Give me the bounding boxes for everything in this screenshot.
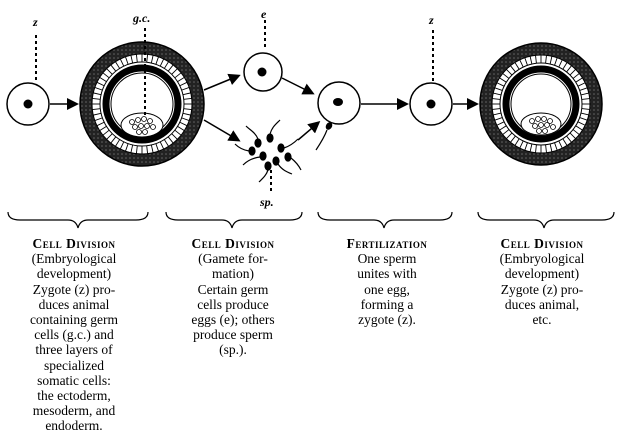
brace-cell-division-3 bbox=[477, 211, 615, 229]
caption-cell-division-gamete: Cell Division (Gamete for- mation) Certa… bbox=[158, 236, 308, 358]
germ-cells-cluster bbox=[129, 116, 156, 135]
caption-fertilization: Fertilization One sperm unites with one … bbox=[318, 236, 456, 327]
arrow-sperm-to-zygote bbox=[297, 121, 321, 141]
brace-fertilization bbox=[317, 211, 453, 229]
caption-body: (Gamete for- mation) Certain germ cells … bbox=[191, 251, 275, 358]
embryo-right bbox=[479, 42, 603, 166]
caption-body: (Embryological development) Zygote (z) p… bbox=[29, 251, 119, 434]
egg-cell bbox=[243, 20, 283, 92]
label-zygote-right: z bbox=[428, 13, 434, 27]
cell-layer-ticks bbox=[492, 55, 590, 153]
label-germ-cells: g.c. bbox=[132, 11, 150, 25]
arrow-embryo-to-egg bbox=[203, 73, 241, 91]
brace-cell-division-2 bbox=[165, 211, 303, 229]
caption-heading: Fertilization bbox=[346, 236, 428, 251]
caption-cell-division-next: Cell Division (Embryological development… bbox=[472, 236, 612, 327]
caption-heading: Cell Division bbox=[191, 236, 275, 251]
sperm-cluster bbox=[234, 119, 302, 183]
zygote-left bbox=[6, 35, 50, 126]
label-egg: e bbox=[261, 7, 267, 21]
label-zygote-left: z bbox=[32, 15, 38, 29]
arrow-egg-to-zygote bbox=[281, 77, 315, 95]
zygote-right bbox=[409, 30, 453, 126]
caption-heading: Cell Division bbox=[500, 236, 584, 251]
caption-body: (Embryological development) Zygote (z) p… bbox=[499, 251, 585, 328]
caption-body: One sperm unites with one egg, forming a… bbox=[357, 251, 417, 328]
cell-layer-ticks bbox=[92, 54, 192, 154]
brace-cell-division-1 bbox=[7, 211, 149, 229]
caption-heading: Cell Division bbox=[32, 236, 116, 251]
life-cycle-diagram: z g.c. e bbox=[6, 7, 615, 229]
fertilized-egg bbox=[315, 81, 361, 151]
embryo-left bbox=[79, 41, 205, 167]
germ-cells-cluster bbox=[529, 116, 556, 134]
label-sperm: sp. bbox=[259, 195, 274, 209]
caption-cell-division-embryological: Cell Division (Embryological development… bbox=[0, 236, 148, 434]
arrow-embryo-to-sperm bbox=[203, 119, 241, 142]
